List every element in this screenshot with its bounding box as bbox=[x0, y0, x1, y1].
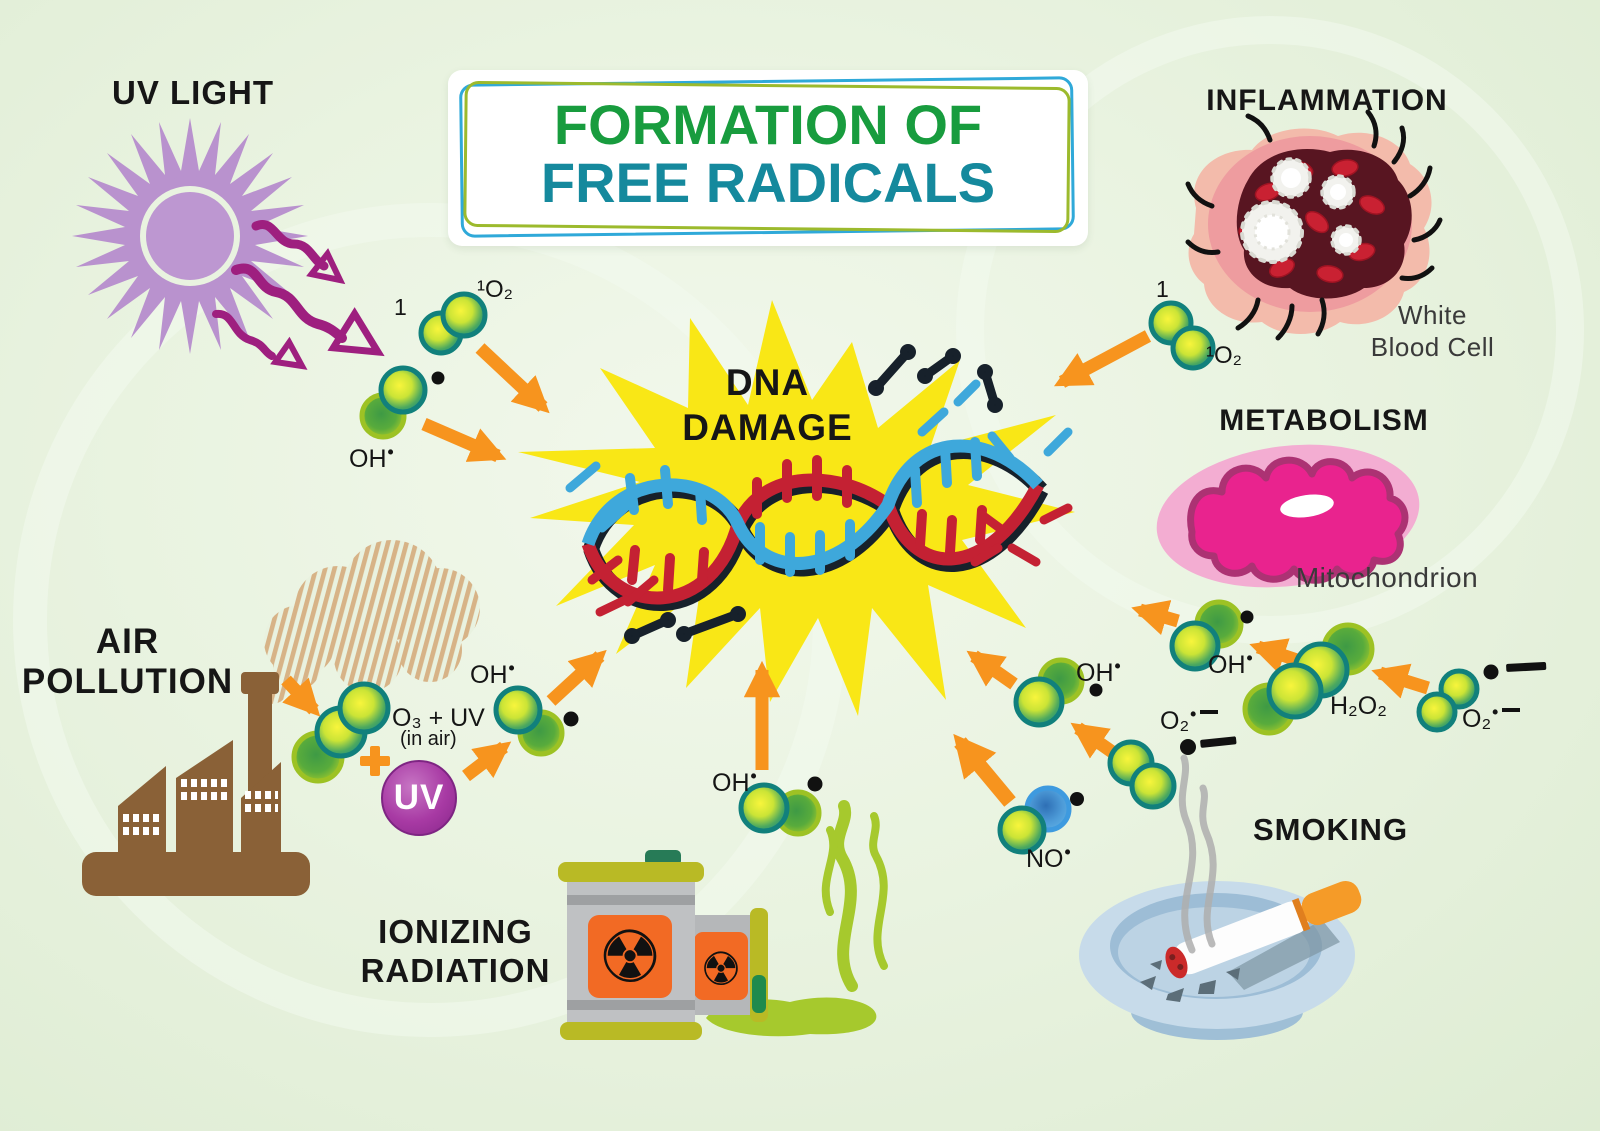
cigarette-smoke bbox=[1178, 754, 1217, 954]
green-fumes bbox=[821, 800, 888, 992]
page-title: FORMATION OF FREE RADICALS bbox=[448, 96, 1088, 212]
dna-damage-heading: DNA DAMAGE bbox=[660, 360, 875, 450]
electron-dot bbox=[1483, 664, 1499, 680]
uv-light-heading: UV LIGHT bbox=[112, 74, 274, 111]
singlet-o2-label-inflammation: ¹O₂ bbox=[1206, 342, 1242, 369]
radioactive-icon: ☢ bbox=[598, 918, 663, 998]
metabolism-heading: METABOLISM bbox=[1219, 404, 1429, 437]
white-blood-cell-icons bbox=[1240, 157, 1362, 264]
wound-icon bbox=[1185, 109, 1443, 341]
charge-dash bbox=[1502, 707, 1521, 712]
molecule-h2o2 bbox=[1242, 622, 1375, 736]
dna-damage-line-2: DAMAGE bbox=[682, 407, 853, 448]
uv-badge bbox=[381, 760, 457, 836]
cigarette-icon bbox=[1165, 880, 1362, 979]
side-barrel: ☢ bbox=[690, 908, 768, 1022]
wound-hairs bbox=[1185, 109, 1443, 341]
wbc-caption-line-2: Blood Cell bbox=[1370, 332, 1495, 362]
ionizing-line-2: RADIATION bbox=[360, 952, 551, 989]
uv-wavy-arrows bbox=[212, 220, 385, 370]
molecule-ozone bbox=[291, 681, 391, 784]
ionizing-radiation-heading: IONIZING RADIATION bbox=[328, 912, 583, 990]
dna-damage-line-1: DNA bbox=[725, 362, 810, 403]
ash-bits bbox=[1140, 960, 1240, 1002]
ionizing-line-1: IONIZING bbox=[378, 913, 533, 950]
molecule-superoxide-smoking bbox=[1107, 736, 1237, 810]
oh-radical-label-metabolism: OH• bbox=[1208, 648, 1253, 679]
inflammation-heading: INFLAMMATION bbox=[1206, 84, 1448, 117]
radioactive-icon: ☢ bbox=[700, 943, 741, 995]
molecule-oh-uv bbox=[359, 365, 445, 440]
main-barrel: ☢ bbox=[558, 850, 704, 1040]
dna-damage-starburst bbox=[518, 300, 1075, 716]
cigarette-shadow bbox=[1228, 920, 1340, 990]
dna-fragments bbox=[565, 344, 1073, 644]
electron-dot bbox=[1089, 683, 1103, 697]
charge-dash bbox=[1200, 709, 1219, 714]
title-box: FORMATION OF FREE RADICALS bbox=[448, 70, 1088, 246]
title-line-2: FREE RADICALS bbox=[540, 151, 996, 214]
molecule-superoxide-right bbox=[1416, 662, 1547, 733]
smoke-cloud bbox=[256, 540, 480, 704]
ashtray-icon bbox=[1079, 754, 1362, 1040]
in-air-label: (in air) bbox=[400, 728, 457, 750]
superoxide-label-smoking: O₂• bbox=[1160, 704, 1219, 736]
singlet-o2-label: ¹O₂ bbox=[477, 276, 513, 303]
smoking-heading: SMOKING bbox=[1252, 812, 1409, 847]
molecule-no bbox=[997, 785, 1084, 855]
oh-radical-label-air: OH• bbox=[470, 658, 515, 689]
negative-charge-dash bbox=[1506, 662, 1547, 672]
air-pollution-heading: AIR POLLUTION bbox=[20, 622, 235, 702]
white-blood-cell-caption: White Blood Cell bbox=[1330, 299, 1535, 363]
electron-dot bbox=[1240, 610, 1254, 624]
mitochondrion-caption: Mitochondrion bbox=[1295, 562, 1479, 593]
factory-icon bbox=[82, 540, 480, 896]
electron-dot bbox=[1180, 739, 1196, 755]
electron-dot bbox=[563, 711, 579, 727]
no-radical-label: NO• bbox=[1026, 842, 1071, 873]
oh-radical-label-bottom: OH• bbox=[712, 766, 757, 797]
uv-badge-label: UV bbox=[393, 778, 445, 817]
molecule-oh-air bbox=[493, 685, 579, 757]
dna-base-pairs bbox=[625, 437, 987, 595]
wbc-caption-line-1: White bbox=[1398, 300, 1467, 330]
sun-icon bbox=[72, 118, 308, 354]
molecule-singlet-o2-inflammation bbox=[1148, 300, 1216, 371]
oh-radical-label-smoking: OH• bbox=[1076, 656, 1121, 687]
negative-charge-dash bbox=[1200, 736, 1237, 748]
h2o2-label: H₂O₂ bbox=[1330, 692, 1387, 720]
orange-arrows bbox=[281, 330, 1430, 807]
air-pollution-line-2: POLLUTION bbox=[21, 662, 234, 701]
oh-radical-label-uv: OH• bbox=[349, 442, 394, 473]
molecule-oh-bottom bbox=[738, 776, 823, 837]
plus-sign bbox=[360, 746, 390, 776]
mitochondrion-icon bbox=[1156, 444, 1420, 588]
electron-dot bbox=[807, 776, 823, 792]
molecule-singlet-o2-uv bbox=[418, 291, 488, 356]
singlet-marker-label-inflammation: 1 bbox=[1156, 276, 1169, 302]
molecule-oh-smoking bbox=[1013, 657, 1103, 728]
electron-dot bbox=[1070, 792, 1084, 806]
ozone-uv-label: O₃ + UV bbox=[392, 704, 485, 732]
molecule-oh-metabolism bbox=[1169, 599, 1254, 672]
superoxide-label-right: O₂• bbox=[1462, 702, 1521, 734]
air-pollution-line-1: AIR bbox=[95, 622, 160, 661]
title-line-1: FORMATION OF bbox=[553, 93, 983, 156]
electron-dot bbox=[431, 371, 445, 385]
singlet-marker-label: 1 bbox=[394, 294, 407, 320]
radioactive-barrels-icon: ☢ ☢ bbox=[558, 800, 888, 1040]
